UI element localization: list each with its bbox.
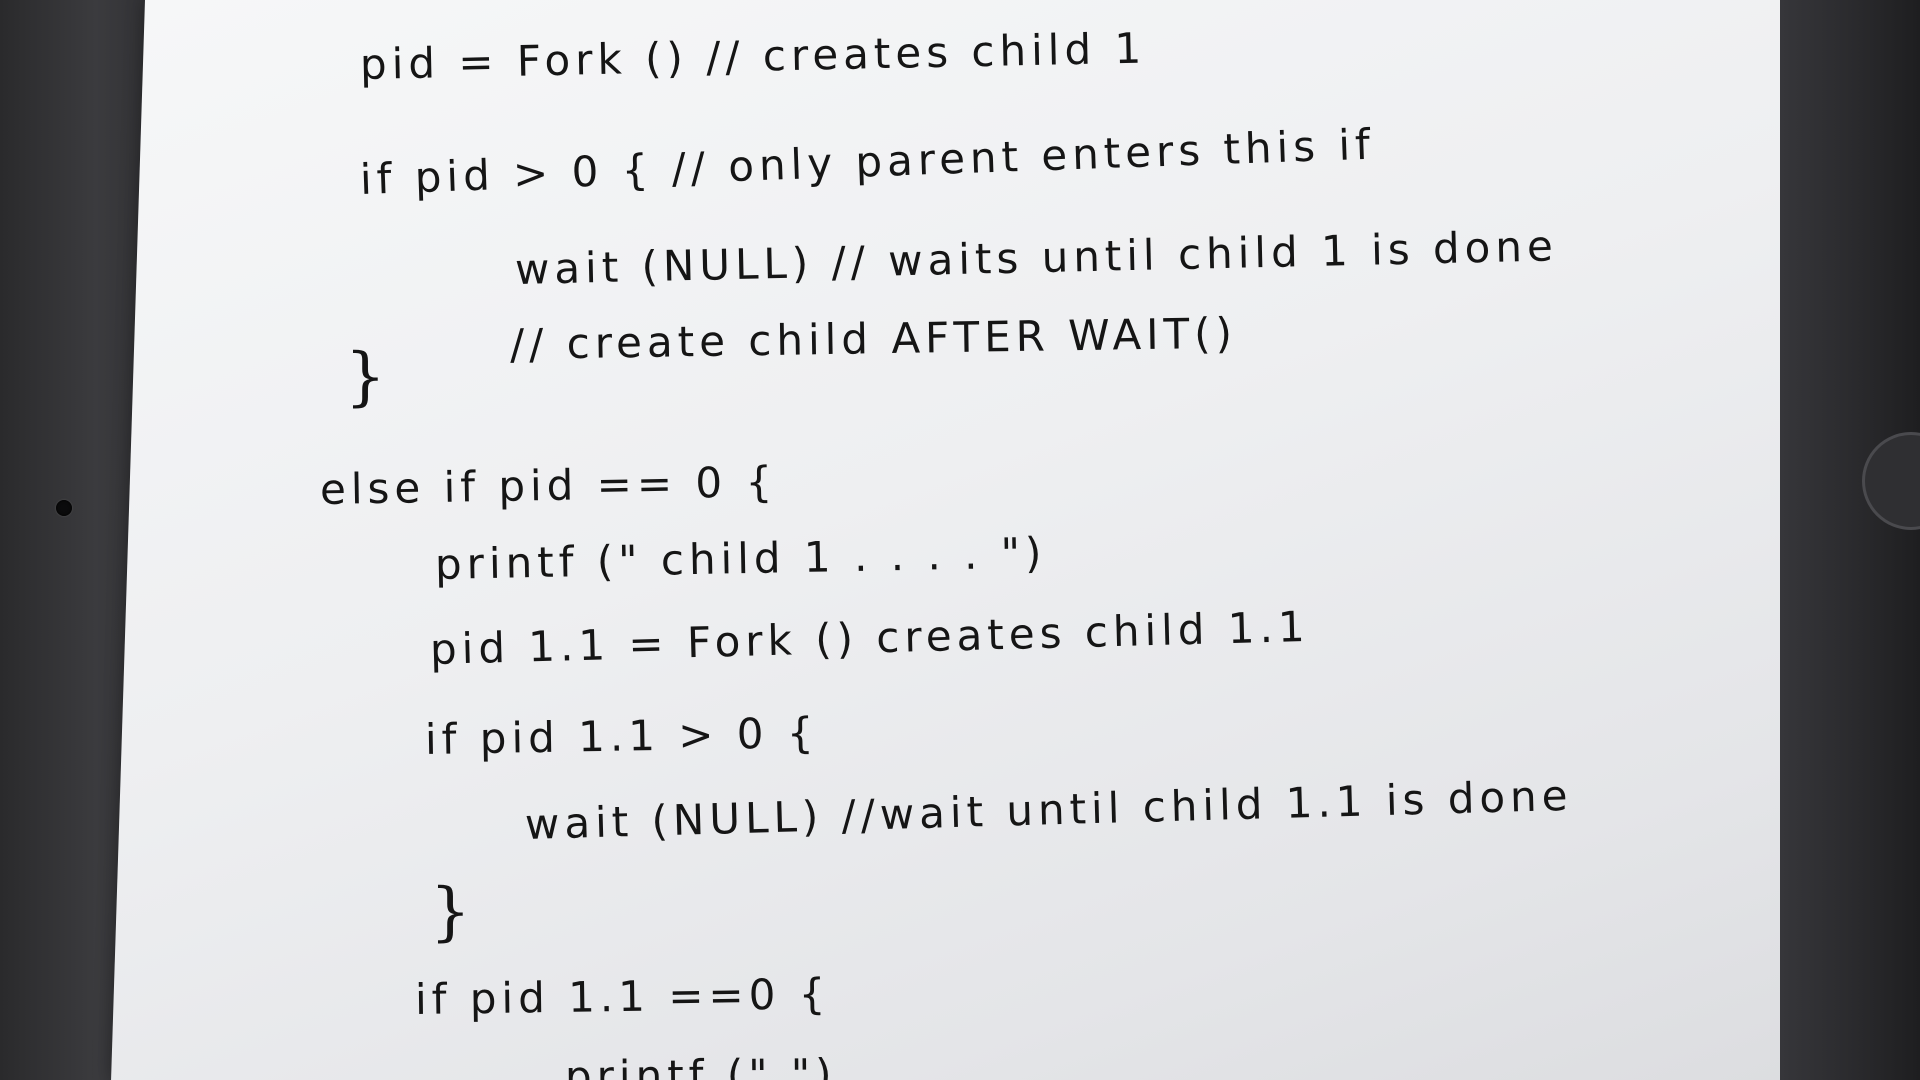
camera-icon [56,500,72,516]
note-line-12: if pid 1.1 ==0 { [414,969,831,1024]
note-line-10: wait (NULL) //wait until child 1.1 is do… [524,770,1574,849]
closing-brace-2: } [430,875,471,949]
note-line-13: printf (" ") [564,1049,837,1080]
note-line-7: printf (" child 1 . . . . ") [434,528,1047,589]
note-line-4: // create child AFTER WAIT() [509,308,1238,369]
tablet-bezel-right [1780,0,1920,1080]
note-line-3: wait (NULL) // waits until child 1 is do… [514,221,1559,294]
note-line-6: else if pid == 0 { [319,457,778,514]
handwritten-notes: pid = Fork () // creates child 1 if pid … [145,0,1835,1080]
note-line-8: pid 1.1 = Fork () creates child 1.1 [429,601,1311,674]
note-line-2: if pid > 0 { // only parent enters this … [359,119,1376,204]
closing-brace-1: } [345,340,386,414]
note-line-9: if pid 1.1 > 0 { [424,708,820,764]
home-button [1862,432,1920,530]
note-line-1: pid = Fork () // creates child 1 [359,23,1147,89]
